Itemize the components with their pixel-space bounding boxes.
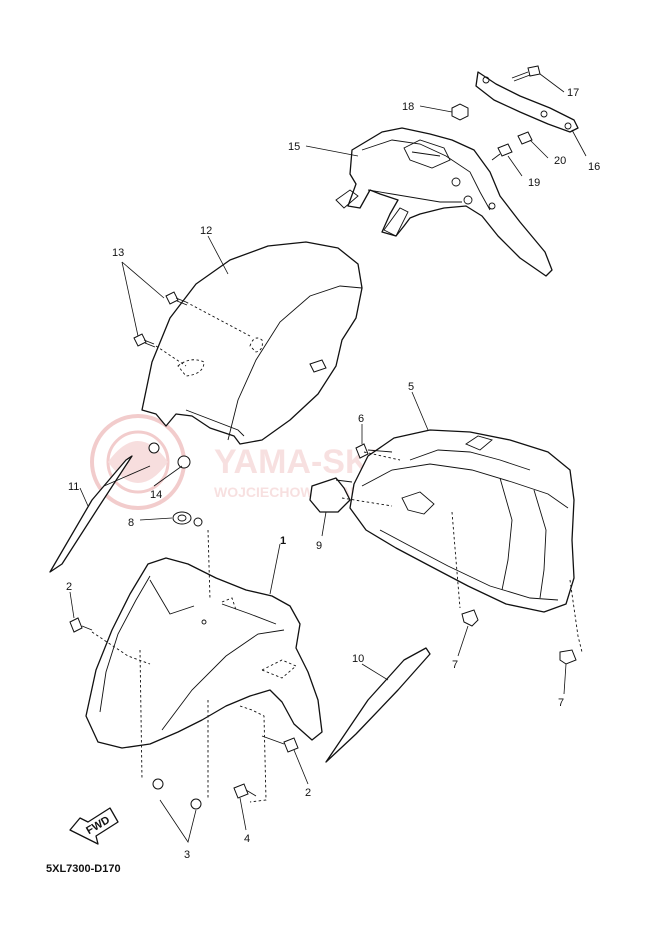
diagram-code: 5XL7300-D170	[46, 863, 121, 875]
callout-12: 12	[200, 225, 212, 237]
callout-6: 6	[358, 413, 364, 425]
part-17-bolt	[511, 65, 541, 82]
part-16-strip	[475, 71, 579, 133]
part-7-clip-b	[559, 649, 577, 665]
callout-2-right: 2	[305, 787, 311, 799]
part-11-strip	[49, 455, 133, 573]
callout-7-prime: 7	[452, 659, 458, 671]
callout-7: 7	[558, 697, 564, 709]
callout-15: 15	[288, 141, 300, 153]
part-7-clip-a	[461, 609, 479, 627]
callout-11: 11	[68, 481, 79, 493]
part-19-bolt	[491, 143, 513, 161]
callout-20: 20	[554, 155, 566, 167]
callout-1: 1	[280, 535, 286, 547]
part-4-bolt	[233, 783, 257, 799]
callout-9: 9	[316, 540, 322, 552]
callout-2-left: 2	[66, 581, 72, 593]
part-1-front-fender	[85, 557, 323, 749]
part-18-nut	[451, 103, 469, 121]
part-9-clip	[309, 477, 353, 513]
part-12-rear-fender	[141, 241, 363, 445]
part-14-nuts	[148, 442, 191, 469]
callout-13: 13	[112, 247, 124, 259]
part-3-nut-a	[152, 778, 164, 790]
callout-17: 17	[567, 87, 579, 99]
fwd-arrow-icon: FWD	[69, 807, 119, 845]
part-10-strip	[325, 647, 431, 763]
part-13-screw-lower	[133, 333, 156, 348]
part-6-screw	[355, 443, 393, 459]
callouts: 1 2 2 3 4 5 6 7 7 8 9 10 11 12 13 14 15 …	[66, 87, 600, 861]
callout-3: 3	[184, 849, 190, 861]
part-2-bolt-left	[69, 617, 93, 633]
callout-8: 8	[128, 517, 134, 529]
part-5-inner-cover	[349, 429, 583, 653]
callout-5: 5	[408, 381, 414, 393]
callout-19: 19	[528, 177, 540, 189]
callout-16: 16	[588, 161, 600, 173]
callout-14: 14	[150, 489, 162, 501]
part-20-washer	[517, 131, 533, 145]
part-2-bolt-right	[261, 735, 299, 753]
callout-18: 18	[402, 101, 414, 113]
callout-10: 10	[352, 653, 364, 665]
callout-4: 4	[244, 833, 250, 845]
part-13-screw-upper	[165, 291, 188, 306]
leader-lines	[69, 73, 587, 843]
part-8-grommet	[172, 511, 203, 527]
part-15-bracket	[335, 127, 553, 277]
part-3-nut-b	[190, 798, 202, 810]
